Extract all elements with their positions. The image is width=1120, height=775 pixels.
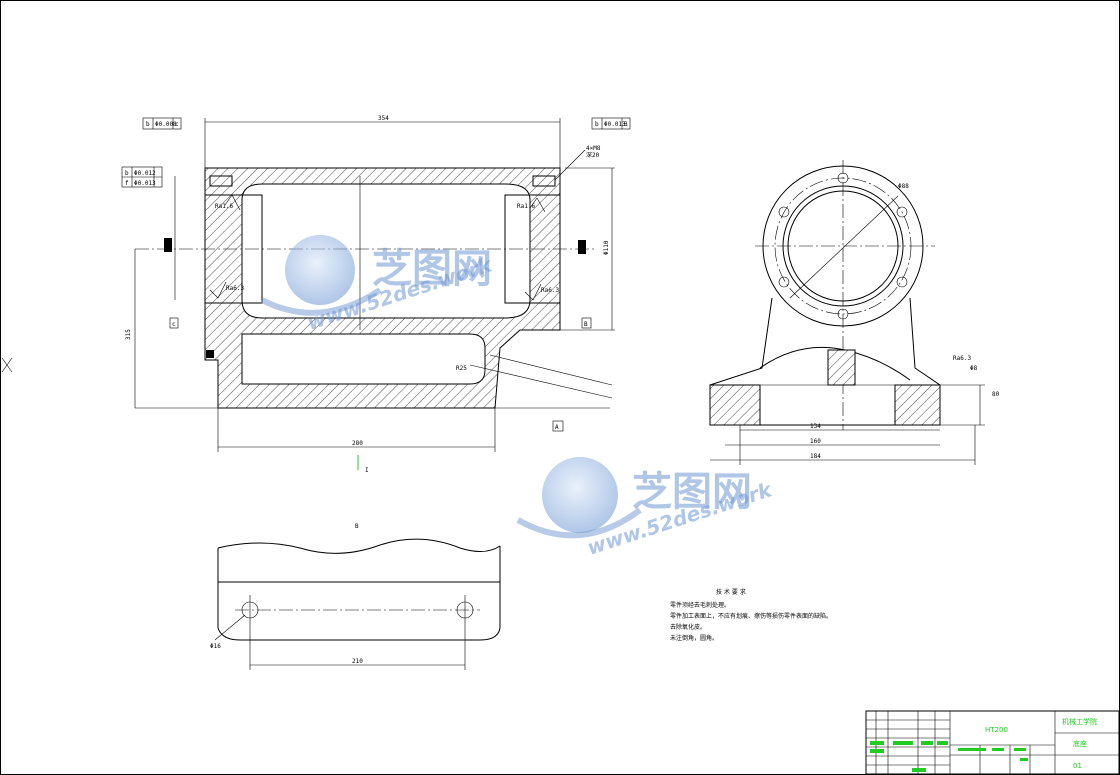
- svg-text:b: b: [595, 121, 599, 128]
- edge-mark: [1, 357, 13, 373]
- svg-text:Φ110: Φ110: [603, 240, 610, 255]
- svg-text:Ra1.6: Ra1.6: [215, 203, 233, 210]
- svg-text:b: b: [125, 170, 129, 177]
- technical-requirements: 技 术 要 求 零件须经去毛刺处理。 零件加工表面上，不应有划痕、擦伤等损伤零件…: [670, 588, 832, 642]
- svg-text:Ra6.3: Ra6.3: [541, 287, 559, 294]
- front-section-view: 354 b Φ0.008 c b Φ0.013 B b Φ0.012 f Φ0.…: [121, 115, 631, 474]
- svg-text:Φ0.013: Φ0.013: [604, 121, 626, 128]
- svg-text:160: 160: [810, 438, 821, 445]
- title-block: HT200 机械工学院 底座 01: [865, 710, 1120, 775]
- svg-text:c: c: [172, 321, 176, 328]
- svg-text:Φ16: Φ16: [210, 643, 221, 650]
- bottom-view: 210 Φ16 B: [210, 523, 501, 670]
- svg-text:280: 280: [352, 440, 363, 447]
- svg-text:4×M8: 4×M8: [586, 145, 601, 152]
- tech-req-item: 未注倒角，圆角。: [670, 634, 718, 642]
- svg-text:b: b: [146, 121, 150, 128]
- svg-text:Φ8: Φ8: [970, 365, 978, 372]
- svg-text:210: 210: [352, 658, 363, 665]
- watermark-logo: 芝图网 www.52des.work: [516, 457, 776, 560]
- watermark-brand: 芝图网: [372, 246, 492, 292]
- svg-text:Φ0.012: Φ0.012: [134, 170, 156, 177]
- svg-text:134: 134: [810, 423, 821, 430]
- tech-req-item: 零件须经去毛刺处理。: [670, 601, 730, 609]
- side-view: Φ88 80 134 160 184 Ra6.3 Φ8: [709, 160, 1000, 465]
- part-name-label: 底座: [1073, 739, 1087, 748]
- material-label: HT200: [985, 726, 1008, 734]
- svg-text:B: B: [355, 523, 359, 530]
- drawing-number-label: 01: [1073, 762, 1082, 770]
- svg-text:B: B: [584, 321, 588, 328]
- svg-text:R25: R25: [456, 365, 467, 372]
- tech-req-item: 零件加工表面上，不应有划痕、擦伤等损伤零件表面的缺陷。: [670, 612, 832, 620]
- tech-req-title: 技 术 要 求: [716, 588, 746, 596]
- svg-text:Ra6.3: Ra6.3: [226, 285, 244, 292]
- organization-label: 机械工学院: [1062, 717, 1097, 726]
- svg-text:Ra1.6: Ra1.6: [517, 203, 535, 210]
- svg-text:A: A: [555, 424, 559, 431]
- svg-text:184: 184: [810, 453, 821, 460]
- svg-text:c: c: [175, 121, 179, 128]
- svg-text:Φ0.013: Φ0.013: [134, 180, 156, 187]
- svg-text:Φ88: Φ88: [898, 183, 909, 190]
- svg-text:I: I: [365, 467, 369, 474]
- svg-text:f: f: [125, 180, 129, 187]
- svg-text:深20: 深20: [586, 151, 600, 159]
- svg-text:354: 354: [378, 115, 389, 122]
- watermark-brand: 芝图网: [632, 469, 752, 515]
- svg-text:Ra6.3: Ra6.3: [953, 355, 971, 362]
- svg-text:315: 315: [125, 329, 132, 340]
- svg-text:Φ0.008: Φ0.008: [155, 121, 177, 128]
- tech-req-item: 去除氧化皮。: [670, 623, 706, 631]
- svg-text:B: B: [624, 121, 628, 128]
- svg-text:80: 80: [992, 391, 1000, 398]
